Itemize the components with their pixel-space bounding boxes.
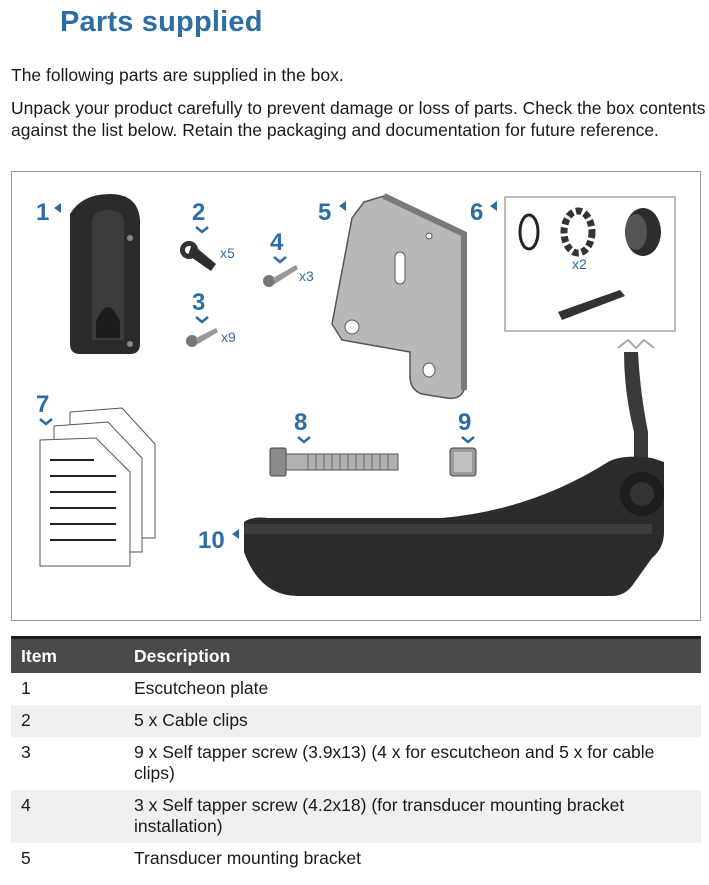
mounting-bracket-image — [331, 193, 467, 400]
callout-9: 9 — [458, 409, 471, 436]
callout-4: 4 — [270, 229, 284, 256]
fitting-kit-image — [504, 196, 676, 332]
table-row: 5 Transducer mounting bracket — [11, 843, 701, 875]
row-item: 3 — [21, 742, 31, 762]
qty-kit6: x2 — [572, 256, 587, 272]
table-row: 1 Escutcheon plate — [11, 673, 701, 705]
cable-clip-image — [180, 241, 216, 271]
callout-2: 2 — [192, 199, 205, 226]
row-description: 9 x Self tapper screw (3.9x13) (4 x for … — [134, 742, 655, 783]
row-description: Escutcheon plate — [134, 678, 269, 698]
header-item: Item — [21, 646, 57, 666]
qty-clips: x5 — [220, 245, 235, 261]
callout-10: 10 — [198, 527, 225, 554]
callout-3: 3 — [192, 289, 205, 316]
row-item: 2 — [21, 710, 31, 730]
callout-5: 5 — [318, 199, 331, 226]
intro-text: The following parts are supplied in the … — [11, 65, 344, 85]
parts-table: Item Description 1 Escutcheon plate 2 5 … — [11, 636, 701, 875]
table-header-row: Item Description — [11, 637, 701, 673]
documentation-image — [39, 407, 156, 567]
bolt-image — [269, 447, 399, 477]
page-title: Parts supplied — [60, 6, 263, 38]
transducer-image — [244, 338, 664, 596]
table-row: 2 5 x Cable clips — [11, 705, 701, 737]
table-row: 4 3 x Self tapper screw (4.2x18) (for tr… — [11, 790, 701, 843]
parts-illustration: 1 2 x5 3 x9 4 x3 5 — [11, 171, 701, 621]
screw-3-image — [186, 328, 218, 347]
instructions-text: Unpack your product carefully to prevent… — [11, 98, 706, 140]
header-description: Description — [134, 646, 231, 666]
callout-6: 6 — [470, 199, 483, 226]
nut-image — [449, 447, 477, 477]
callout-8: 8 — [294, 409, 307, 436]
row-description: 3 x Self tapper screw (4.2x18) (for tran… — [134, 795, 625, 836]
callout-1: 1 — [36, 199, 49, 226]
screw-4-image — [263, 265, 298, 287]
row-description: Transducer mounting bracket — [134, 848, 361, 868]
row-item: 4 — [21, 795, 31, 815]
escutcheon-plate-image — [70, 194, 140, 354]
qty-screw4: x3 — [299, 268, 314, 284]
row-description: 5 x Cable clips — [134, 710, 248, 730]
table-row: 3 9 x Self tapper screw (3.9x13) (4 x fo… — [11, 737, 701, 790]
row-item: 5 — [21, 848, 31, 868]
row-item: 1 — [21, 678, 31, 698]
callout-7: 7 — [36, 391, 49, 418]
qty-screw3: x9 — [221, 329, 236, 345]
